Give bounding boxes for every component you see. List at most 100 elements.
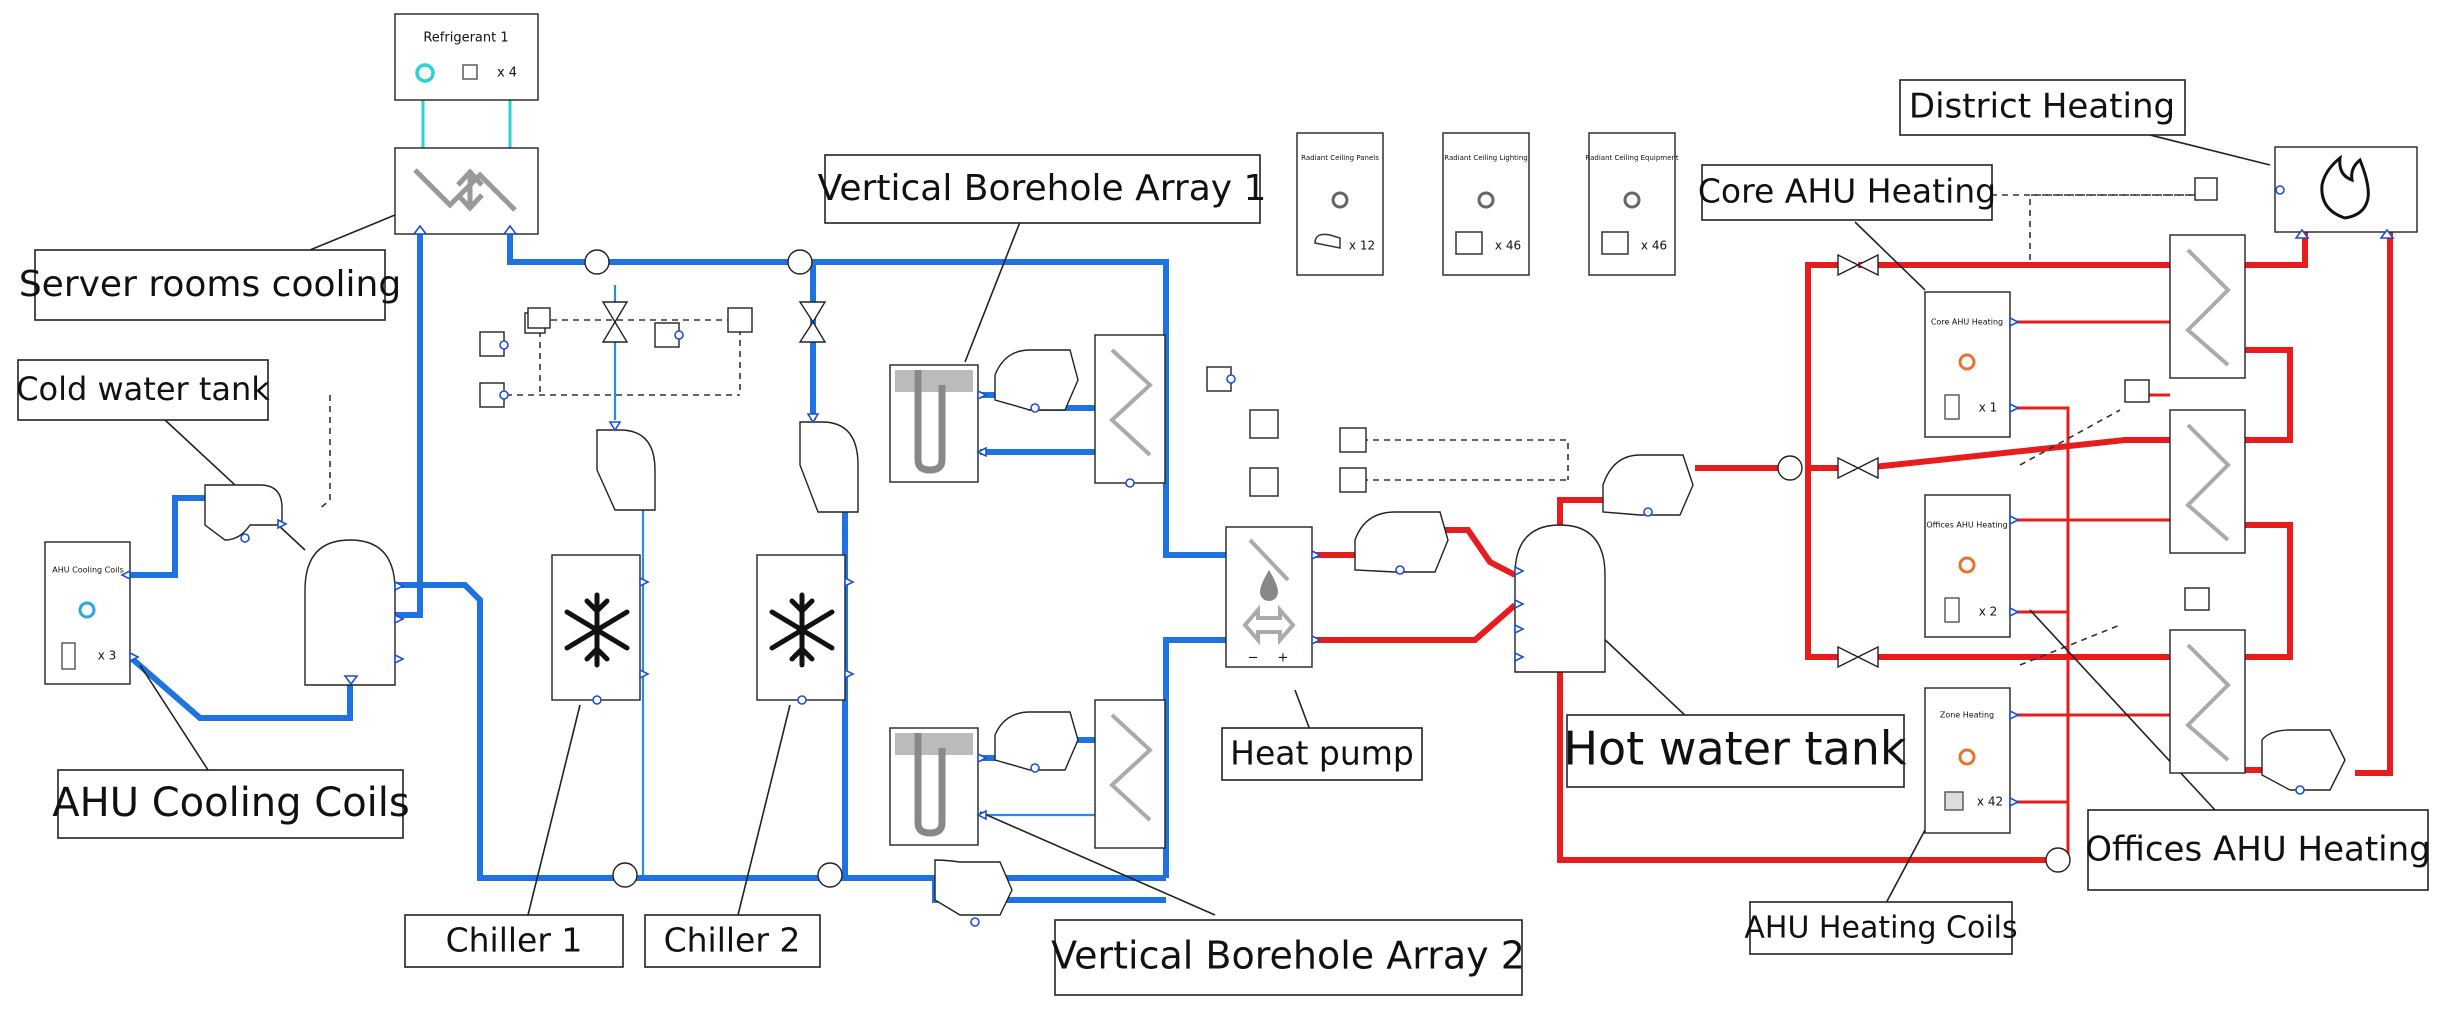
svg-text:+: + xyxy=(1278,651,1289,666)
core-ahu-card[interactable]: Core AHU Heating x 1 xyxy=(1924,291,2020,438)
chiller-2-pump[interactable] xyxy=(799,413,859,513)
core-ahu-card-count: x 1 xyxy=(1979,401,1998,415)
chiller-1[interactable] xyxy=(551,554,650,705)
heating-hx-1[interactable] xyxy=(2169,177,2246,379)
heat-exchanger-icon xyxy=(2185,248,2231,367)
borehole-1-pump[interactable] xyxy=(994,349,1079,413)
refrigerant-card[interactable]: Refrigerant 1 x 4 xyxy=(394,13,539,101)
svg-text:Offices AHU Heating: Offices AHU Heating xyxy=(2085,830,2431,870)
label-vertical-borehole-array-1: Vertical Borehole Array 1 xyxy=(818,154,1266,224)
sensor-node-2 xyxy=(787,249,813,275)
hot-water-pipes xyxy=(1312,230,2393,865)
cold-pipe-top-main xyxy=(507,232,1226,558)
hot-pipe-branch-zone xyxy=(1805,468,1855,660)
zone-heating-card-count: x 42 xyxy=(1977,795,2003,809)
junction-node-1 xyxy=(612,862,638,888)
label-chiller-2: Chiller 2 xyxy=(644,914,821,968)
svg-text:AHU Cooling Coils: AHU Cooling Coils xyxy=(52,780,409,826)
zone-heating-card[interactable]: Zone Heating x 42 xyxy=(1924,687,2020,834)
valve-1[interactable] xyxy=(601,301,629,343)
radiant-card-1[interactable]: Radiant Ceiling Panels x 12 xyxy=(1296,132,1384,276)
offices-ahu-card-count: x 2 xyxy=(1979,605,1998,619)
hot-pipe-offices-line xyxy=(1863,437,2170,471)
snowflake-icon xyxy=(564,592,630,668)
offices-ahu-card[interactable]: Offices AHU Heating x 2 xyxy=(1924,494,2020,638)
svg-text:Cold water tank: Cold water tank xyxy=(16,370,270,408)
heat-pump-controls[interactable] xyxy=(1206,366,1367,497)
coil-icon xyxy=(1944,597,1960,623)
pump-cold-tank[interactable] xyxy=(204,484,288,543)
leader-lines xyxy=(139,129,2271,916)
server-room-heat-exchanger[interactable] xyxy=(394,147,539,235)
ahu-cooling-card[interactable]: AHU Cooling Coils x 3 xyxy=(44,541,140,685)
hot-valves[interactable] xyxy=(1837,253,1879,669)
offices-ahu-card-title: Offices AHU Heating xyxy=(1926,521,2007,530)
valve-2[interactable] xyxy=(798,301,827,343)
flame-icon xyxy=(2320,154,2370,220)
sensor-node-1 xyxy=(584,249,610,275)
svg-text:Chiller 1: Chiller 1 xyxy=(446,921,583,960)
heating-hx-3[interactable] xyxy=(2169,587,2246,774)
heating-return-pump[interactable] xyxy=(2261,729,2346,795)
label-offices-ahu-heating: Offices AHU Heating xyxy=(2085,809,2431,891)
hot-pump-1[interactable] xyxy=(1354,511,1449,575)
borehole-array-2[interactable] xyxy=(889,727,988,846)
label-chiller-1: Chiller 1 xyxy=(404,914,624,968)
district-heating-boiler[interactable] xyxy=(2274,146,2418,239)
radiant-card-2[interactable]: Radiant Ceiling Lighting x 46 xyxy=(1442,132,1530,276)
recycle-icon xyxy=(1958,556,1976,574)
radiant-card-1-title: Radiant Ceiling Panels xyxy=(1301,154,1379,162)
chiller-1-pump[interactable] xyxy=(596,421,656,511)
heating-hx-2[interactable] xyxy=(2124,379,2246,554)
hot-pipe-hp-return xyxy=(1312,602,1517,643)
signal-tank xyxy=(317,395,331,511)
svg-text:AHU Heating Coils: AHU Heating Coils xyxy=(1744,911,2017,946)
borehole-2-heat-exchanger[interactable] xyxy=(1094,699,1166,849)
hot-pipe-tank-top xyxy=(1557,497,1603,525)
controller-1[interactable] xyxy=(527,307,551,329)
recycle-icon xyxy=(1623,191,1641,209)
exchange-arrows-icon xyxy=(456,168,484,212)
recycle-icon xyxy=(1958,353,1976,371)
cold-return-pump[interactable] xyxy=(934,859,1013,927)
panel-icon xyxy=(1314,233,1341,249)
grid-icon xyxy=(462,64,478,80)
svg-text:Core AHU Heating: Core AHU Heating xyxy=(1698,172,1996,211)
cold-water-tank[interactable] xyxy=(304,539,405,686)
borehole-array-1[interactable] xyxy=(889,364,988,483)
controller-5[interactable] xyxy=(727,307,753,333)
cold-pipe-hp-return xyxy=(1163,637,1226,878)
radiant-card-2-title: Radiant Ceiling Lighting xyxy=(1444,154,1528,162)
coil-icon xyxy=(1944,394,1960,420)
heat-exchanger-icon xyxy=(1109,713,1153,822)
radiant-card-3[interactable]: Radiant Ceiling Equipment x 46 xyxy=(1585,132,1679,276)
heat-pump[interactable]: − + xyxy=(1225,526,1322,668)
hot-pipe-tank-bottom xyxy=(1557,672,2058,863)
chiller-2[interactable] xyxy=(756,554,855,705)
svg-text:Chiller 2: Chiller 2 xyxy=(664,921,801,960)
radiant-card-3-title: Radiant Ceiling Equipment xyxy=(1585,154,1678,162)
svg-text:Server rooms cooling: Server rooms cooling xyxy=(19,264,401,305)
heat-exchanger-icon xyxy=(2185,423,2231,542)
hot-pipe-hp-tank xyxy=(1445,527,1517,578)
cold-valve-group[interactable] xyxy=(479,249,827,408)
signal-zone xyxy=(2019,624,2121,666)
cold-pipe-ahu-return xyxy=(128,654,353,721)
hot-pump-2[interactable] xyxy=(1602,454,1694,517)
borehole-1-heat-exchanger[interactable] xyxy=(1094,334,1166,488)
recycle-icon xyxy=(415,63,435,83)
svg-text:Hot water tank: Hot water tank xyxy=(1563,722,1906,776)
label-ahu-cooling-coils: AHU Cooling Coils xyxy=(52,769,410,839)
snowflake-icon xyxy=(769,592,835,668)
borehole-2-pump[interactable] xyxy=(994,711,1079,773)
radiant-card-3-count: x 46 xyxy=(1641,239,1667,253)
svg-text:Vertical Borehole Array 2: Vertical Borehole Array 2 xyxy=(1051,934,1525,978)
heat-pump-icon xyxy=(1242,604,1296,646)
hot-pipe-branch-core xyxy=(1805,262,1855,468)
equipment-icon xyxy=(1601,231,1629,255)
recycle-icon xyxy=(1477,191,1495,209)
hot-water-tank[interactable] xyxy=(1514,524,1606,673)
label-server-rooms-cooling: Server rooms cooling xyxy=(19,249,401,321)
hot-pipe-hx-link-2 xyxy=(2245,522,2293,660)
